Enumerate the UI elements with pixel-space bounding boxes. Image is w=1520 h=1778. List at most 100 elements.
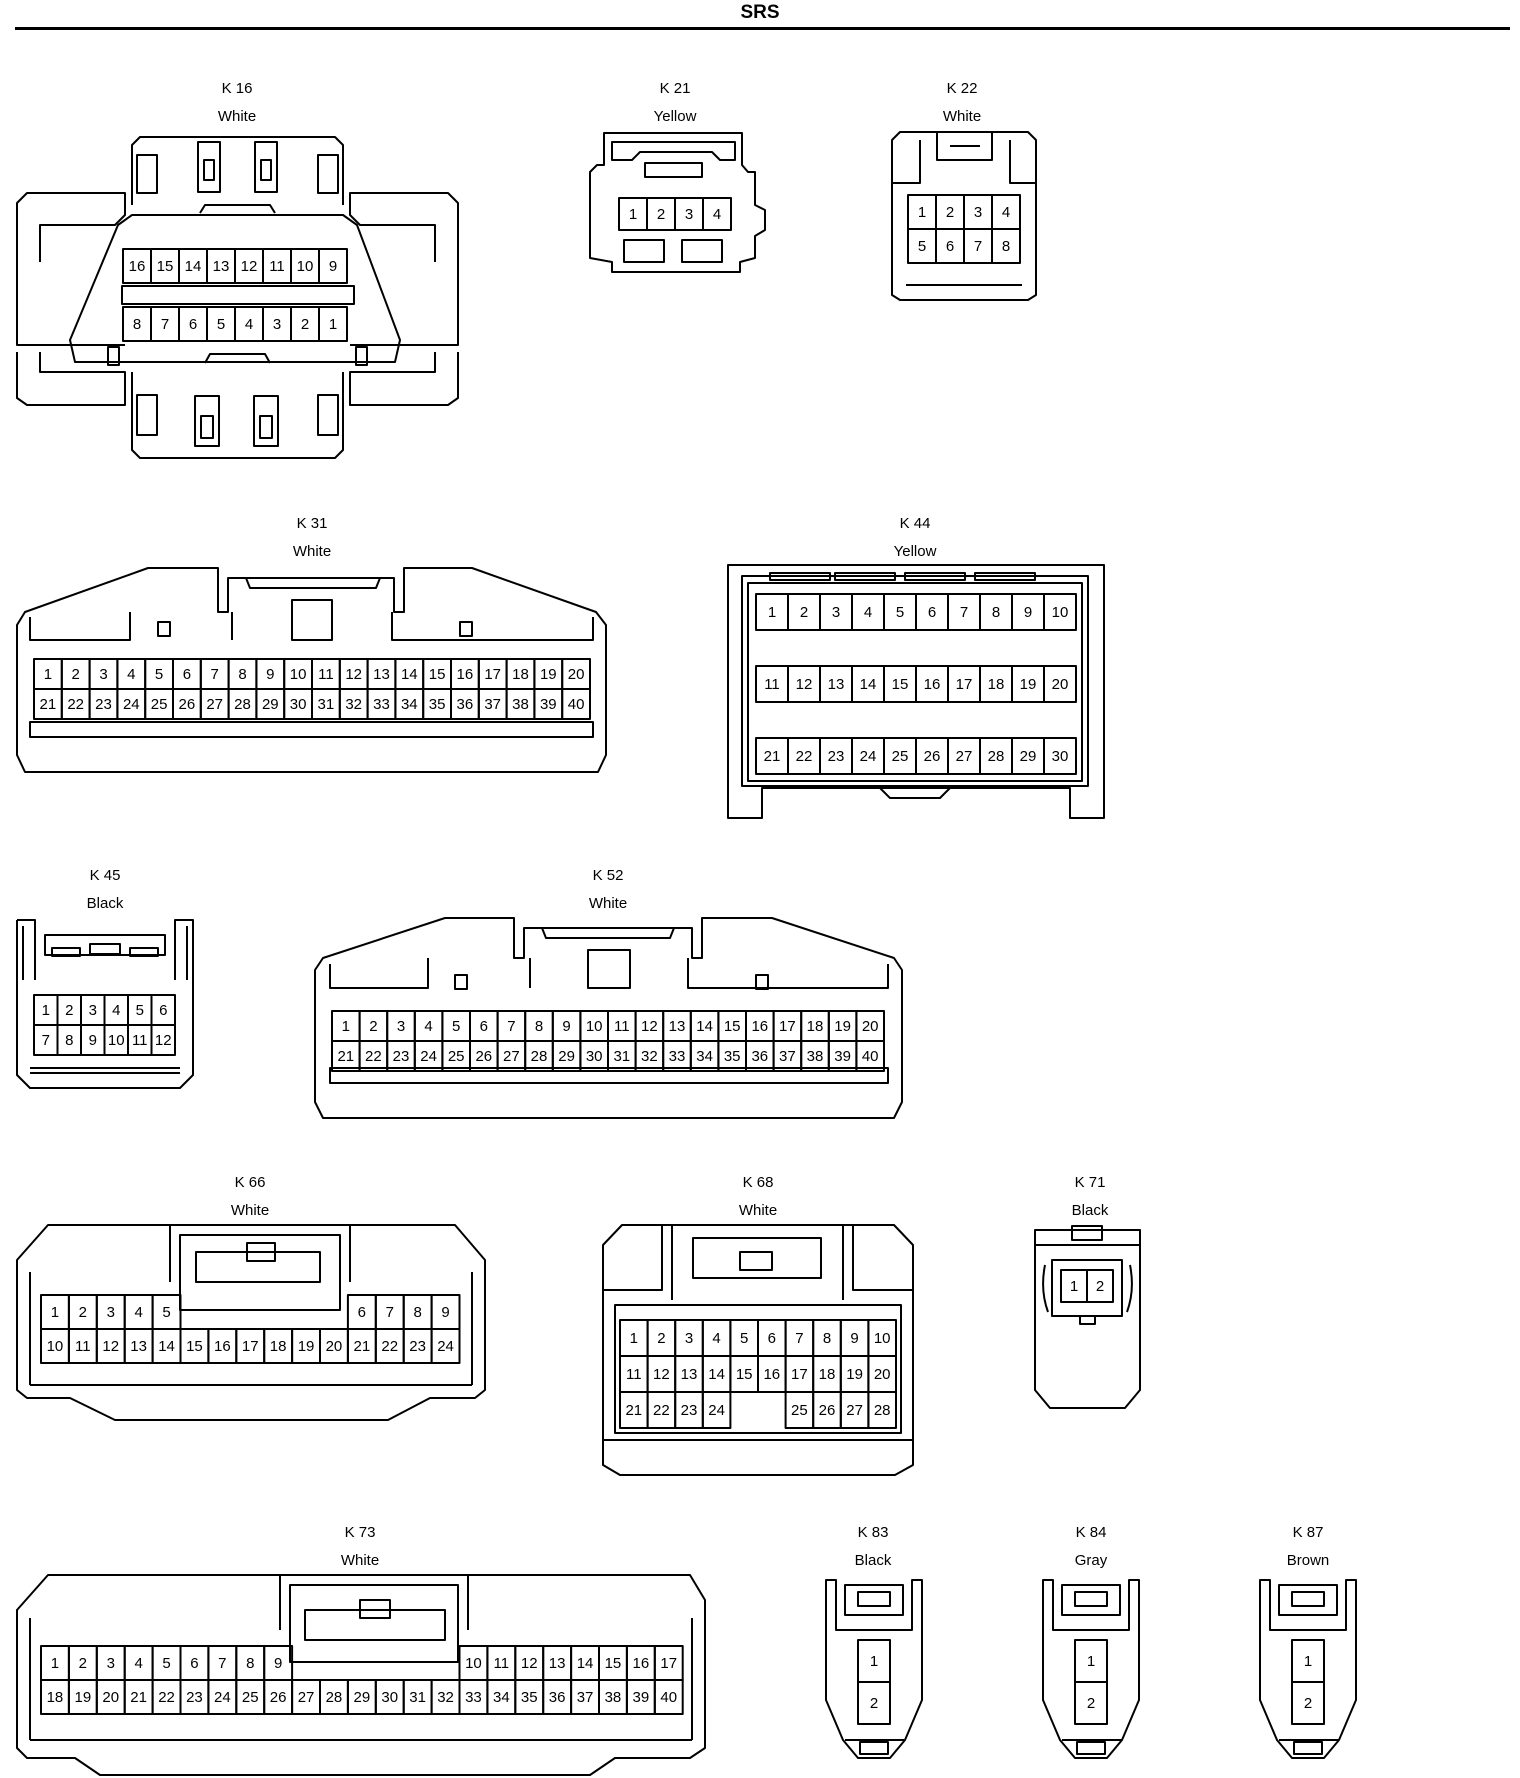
pin-number: 17 — [484, 666, 501, 683]
connector-id: K 45 — [90, 867, 121, 884]
pin-number: 2 — [369, 1018, 377, 1035]
pin-number: 11 — [132, 1032, 148, 1049]
pin-number: 2 — [1304, 1695, 1312, 1712]
pin-number: 2 — [946, 204, 954, 221]
pin-cell — [1291, 1681, 1325, 1725]
pin-number: 31 — [409, 1689, 426, 1706]
pin-cell — [1043, 737, 1077, 775]
pin-number: 34 — [696, 1048, 713, 1065]
pin-number: 38 — [512, 696, 529, 713]
pin-number: 4 — [134, 1655, 142, 1672]
pin-number: 3 — [397, 1018, 405, 1035]
connector-color: White — [739, 1202, 777, 1219]
pin-number: 37 — [484, 696, 501, 713]
pin-number: 37 — [577, 1689, 594, 1706]
pin-number: 9 — [266, 666, 274, 683]
pin-number: 16 — [129, 258, 146, 275]
pin-number: 5 — [136, 1002, 144, 1019]
housing-outline — [16, 1574, 706, 1776]
pin-number: 15 — [429, 666, 446, 683]
pin-number: 16 — [633, 1655, 650, 1672]
pin-number: 30 — [290, 696, 307, 713]
pin-number: 19 — [1020, 676, 1037, 693]
housing-outline — [589, 132, 766, 273]
pin-cell — [991, 228, 1021, 264]
pin-number: 2 — [1096, 1278, 1104, 1295]
pin-number: 3 — [685, 1330, 693, 1347]
pin-number: 7 — [507, 1018, 515, 1035]
pin-number: 13 — [373, 666, 390, 683]
pin-grid: 12 — [1291, 1639, 1325, 1725]
pin-number: 20 — [1052, 676, 1069, 693]
pin-number: 24 — [420, 1048, 437, 1065]
pin-number: 9 — [274, 1655, 282, 1672]
pin-number: 20 — [326, 1338, 343, 1355]
pin-number: 5 — [740, 1330, 748, 1347]
pin-number: 27 — [298, 1689, 315, 1706]
pin-number: 12 — [641, 1018, 658, 1035]
page-title: SRS — [740, 2, 780, 23]
pin-number: 5 — [918, 238, 926, 255]
pin-number: 31 — [318, 696, 335, 713]
pin-number: 3 — [273, 316, 281, 333]
pin-number: 1 — [918, 204, 926, 221]
housing-outline — [891, 131, 1037, 301]
pin-number: 7 — [960, 604, 968, 621]
pin-number: 2 — [79, 1304, 87, 1321]
pin-number: 22 — [796, 748, 813, 765]
pin-cell — [1043, 665, 1077, 703]
pin-cell — [701, 1391, 732, 1429]
pin-number: 15 — [186, 1338, 203, 1355]
pin-cell — [1043, 593, 1077, 631]
pin-number: 28 — [234, 696, 251, 713]
pin-number: 38 — [605, 1689, 622, 1706]
pin-number: 3 — [107, 1304, 115, 1321]
pin-number: 20 — [568, 666, 585, 683]
housing-outline — [1034, 1225, 1141, 1409]
pin-number: 25 — [791, 1402, 808, 1419]
pin-number: 23 — [393, 1048, 410, 1065]
pin-number: 10 — [290, 666, 307, 683]
pin-number: 26 — [475, 1048, 492, 1065]
pin-cell — [430, 1328, 461, 1364]
pin-cell — [702, 197, 732, 231]
pin-number: 22 — [67, 696, 84, 713]
pin-cell — [855, 1040, 886, 1072]
pin-number: 18 — [819, 1366, 836, 1383]
pin-number: 11 — [318, 666, 334, 683]
pin-number: 19 — [75, 1689, 92, 1706]
pin-number: 39 — [633, 1689, 650, 1706]
pin-number: 7 — [974, 238, 982, 255]
housing-outline — [16, 136, 459, 459]
pin-number: 32 — [345, 696, 362, 713]
pin-number: 1 — [329, 316, 337, 333]
connector-color: Brown — [1287, 1552, 1330, 1569]
pin-number: 39 — [834, 1048, 851, 1065]
housing-outline — [1259, 1579, 1357, 1759]
pin-number: 5 — [162, 1304, 170, 1321]
pin-number: 4 — [712, 1330, 720, 1347]
pin-number: 2 — [79, 1655, 87, 1672]
pin-number: 18 — [988, 676, 1005, 693]
pin-number: 26 — [270, 1689, 287, 1706]
pin-number: 9 — [441, 1304, 449, 1321]
housing-outline — [16, 919, 194, 1089]
pin-number: 9 — [329, 258, 337, 275]
pin-number: 11 — [494, 1655, 510, 1672]
pin-number: 4 — [127, 666, 135, 683]
connector-id: K 71 — [1075, 1174, 1106, 1191]
pin-number: 2 — [301, 316, 309, 333]
pin-number: 23 — [681, 1402, 698, 1419]
pin-number: 2 — [65, 1002, 73, 1019]
pin-number: 15 — [892, 676, 909, 693]
pin-number: 17 — [956, 676, 973, 693]
connector-k83: K 83 Black 12 — [825, 1524, 923, 1759]
pin-cell — [561, 688, 592, 720]
